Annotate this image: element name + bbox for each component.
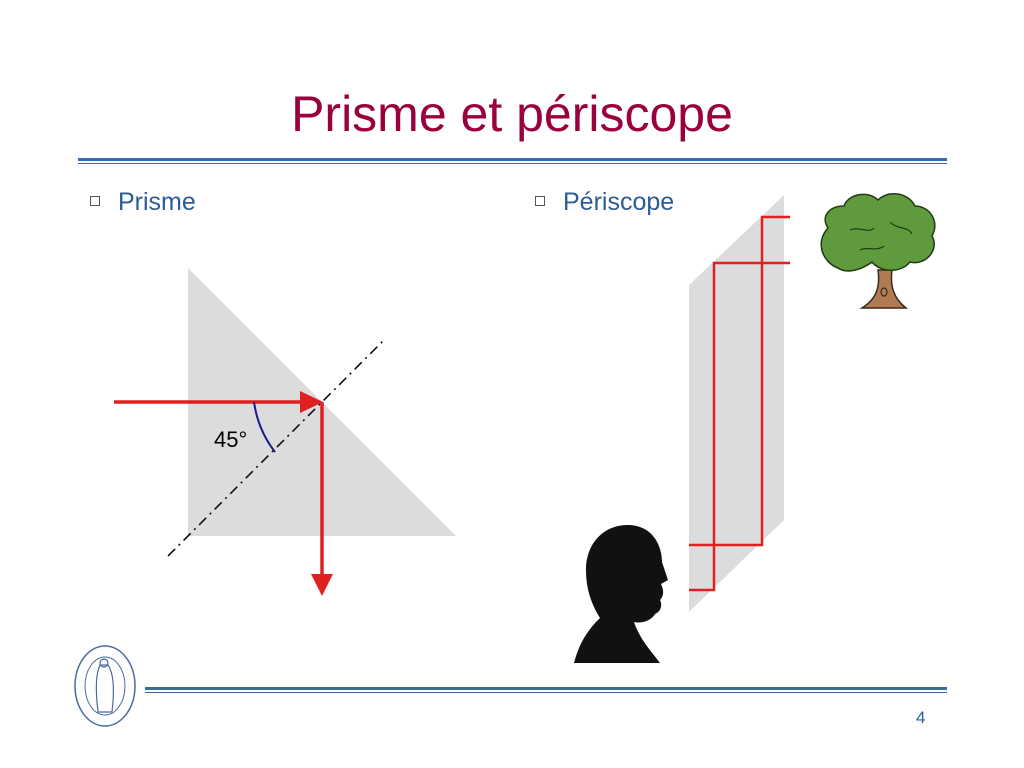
top-rule [78,158,947,164]
incident-ray-arrowhead [300,391,323,413]
angle-label: 45° [214,427,247,452]
prism-diagram: 45° [114,268,456,596]
periscope-outer-ray [689,215,790,547]
reflected-ray-arrowhead [311,574,333,596]
page-number: 4 [916,708,926,727]
bullet-prisme-label: Prisme [118,188,196,216]
bottom-rule [145,687,947,693]
slide-title: Prisme et périscope [291,86,733,142]
university-seal-logo [74,645,136,727]
head-silhouette-icon [574,525,668,663]
bullet-periscope: Périscope [535,187,674,217]
periscope-inner-ray [689,261,790,592]
bullet-square-icon [535,196,545,207]
bullet-square-icon [90,196,100,207]
periscope-upper-mirror [689,195,784,612]
normal-dash-line [167,339,385,557]
bullet-periscope-label: Périscope [563,188,675,216]
tree-icon [820,193,936,309]
periscope-diagram [689,195,790,612]
bullet-prisme: Prisme [90,187,196,217]
angle-arc [253,401,276,453]
